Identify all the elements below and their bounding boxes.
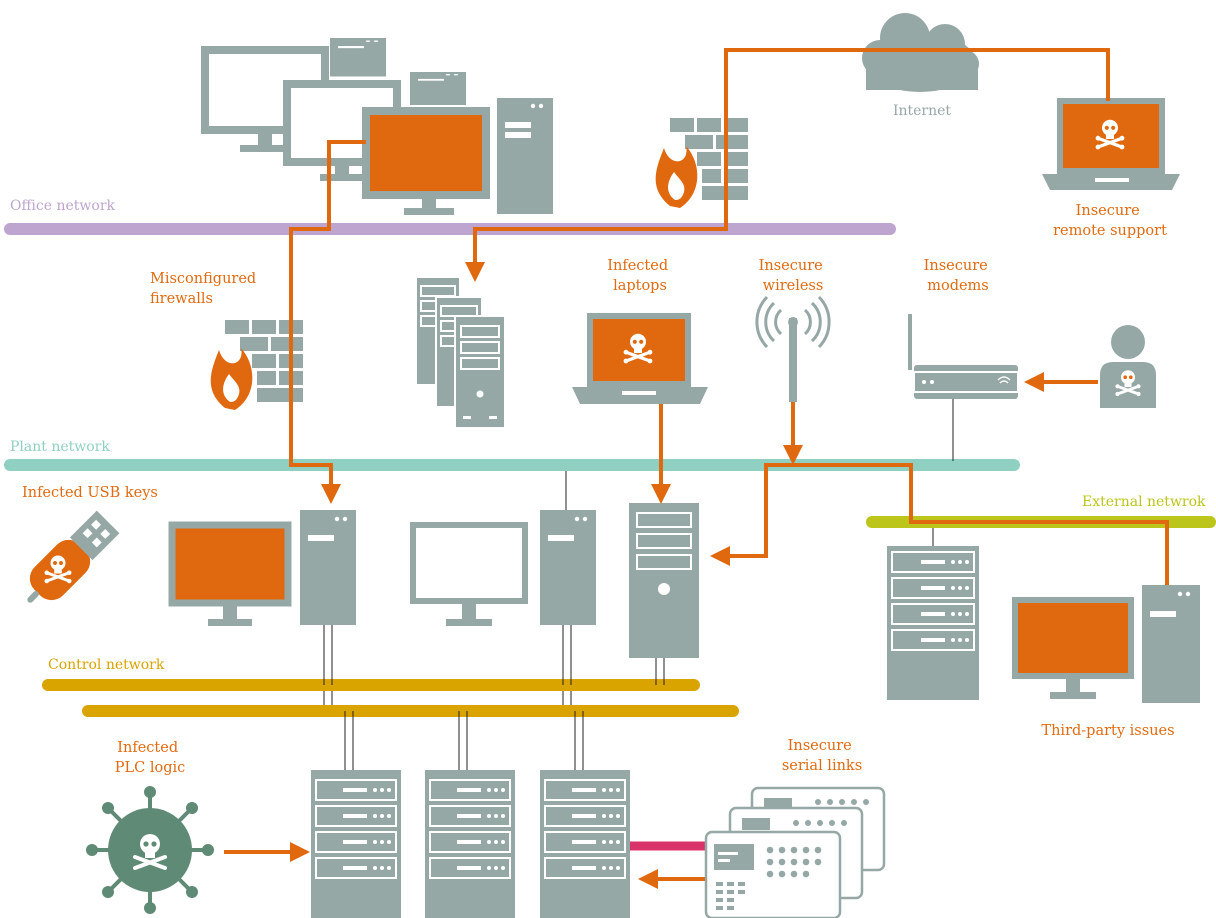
office-firewall: [655, 118, 748, 208]
office-tower-2: [410, 72, 466, 105]
plant-monitor-infected: [168, 521, 292, 626]
virus-icon: [86, 786, 214, 914]
third-party-monitor: [1012, 597, 1134, 699]
wire-connections: [323, 625, 665, 770]
plant-big-tower: [628, 502, 700, 659]
external-rack: [887, 546, 979, 700]
plant-network-label: Plant network: [10, 439, 110, 455]
laptops-label: Infected laptops: [607, 258, 672, 294]
third-party-tower: [1142, 585, 1200, 703]
serial-label: Insecure serial links: [782, 738, 862, 774]
usb-label: Infected USB keys: [22, 485, 158, 501]
firewalls-label: Misconfigured firewalls: [150, 271, 261, 307]
infected-usb-icon: [27, 510, 120, 603]
serial-device-stack: [704, 786, 886, 918]
office-network-label: Office network: [10, 198, 116, 214]
plc-rack-2: [424, 769, 516, 918]
modem-icon: [908, 314, 1019, 399]
third-party-label: Third-party issues: [1041, 723, 1174, 739]
internet-cloud-icon: [862, 13, 979, 92]
plant-tower-2: [540, 510, 596, 625]
office-tower-1: [330, 38, 386, 77]
plant-server-stack: [415, 276, 506, 429]
wireless-antenna-icon: [755, 295, 831, 402]
remote-support-label: Insecure remote support: [1053, 203, 1167, 239]
wireless-label: Insecure wireless: [759, 258, 828, 294]
attack-paths: [224, 48, 1169, 889]
modems-label: Insecure modems: [924, 258, 993, 294]
office-monitor-infected: [362, 107, 490, 215]
control-network-label: Control network: [48, 657, 165, 673]
external-network-label: External netwrok: [1082, 494, 1206, 510]
plant-tower-1: [300, 510, 356, 625]
plc-rack-3: [539, 769, 631, 918]
plc-label: Infected PLC logic: [115, 740, 186, 776]
plc-rack-1: [310, 769, 402, 918]
infected-laptop: [572, 313, 708, 404]
attacker-person-icon: [1100, 325, 1156, 408]
office-tower-3: [497, 98, 553, 214]
remote-support-laptop: [1042, 98, 1180, 190]
internet-label: Internet: [893, 103, 951, 119]
plant-monitor-blank: [410, 522, 528, 626]
